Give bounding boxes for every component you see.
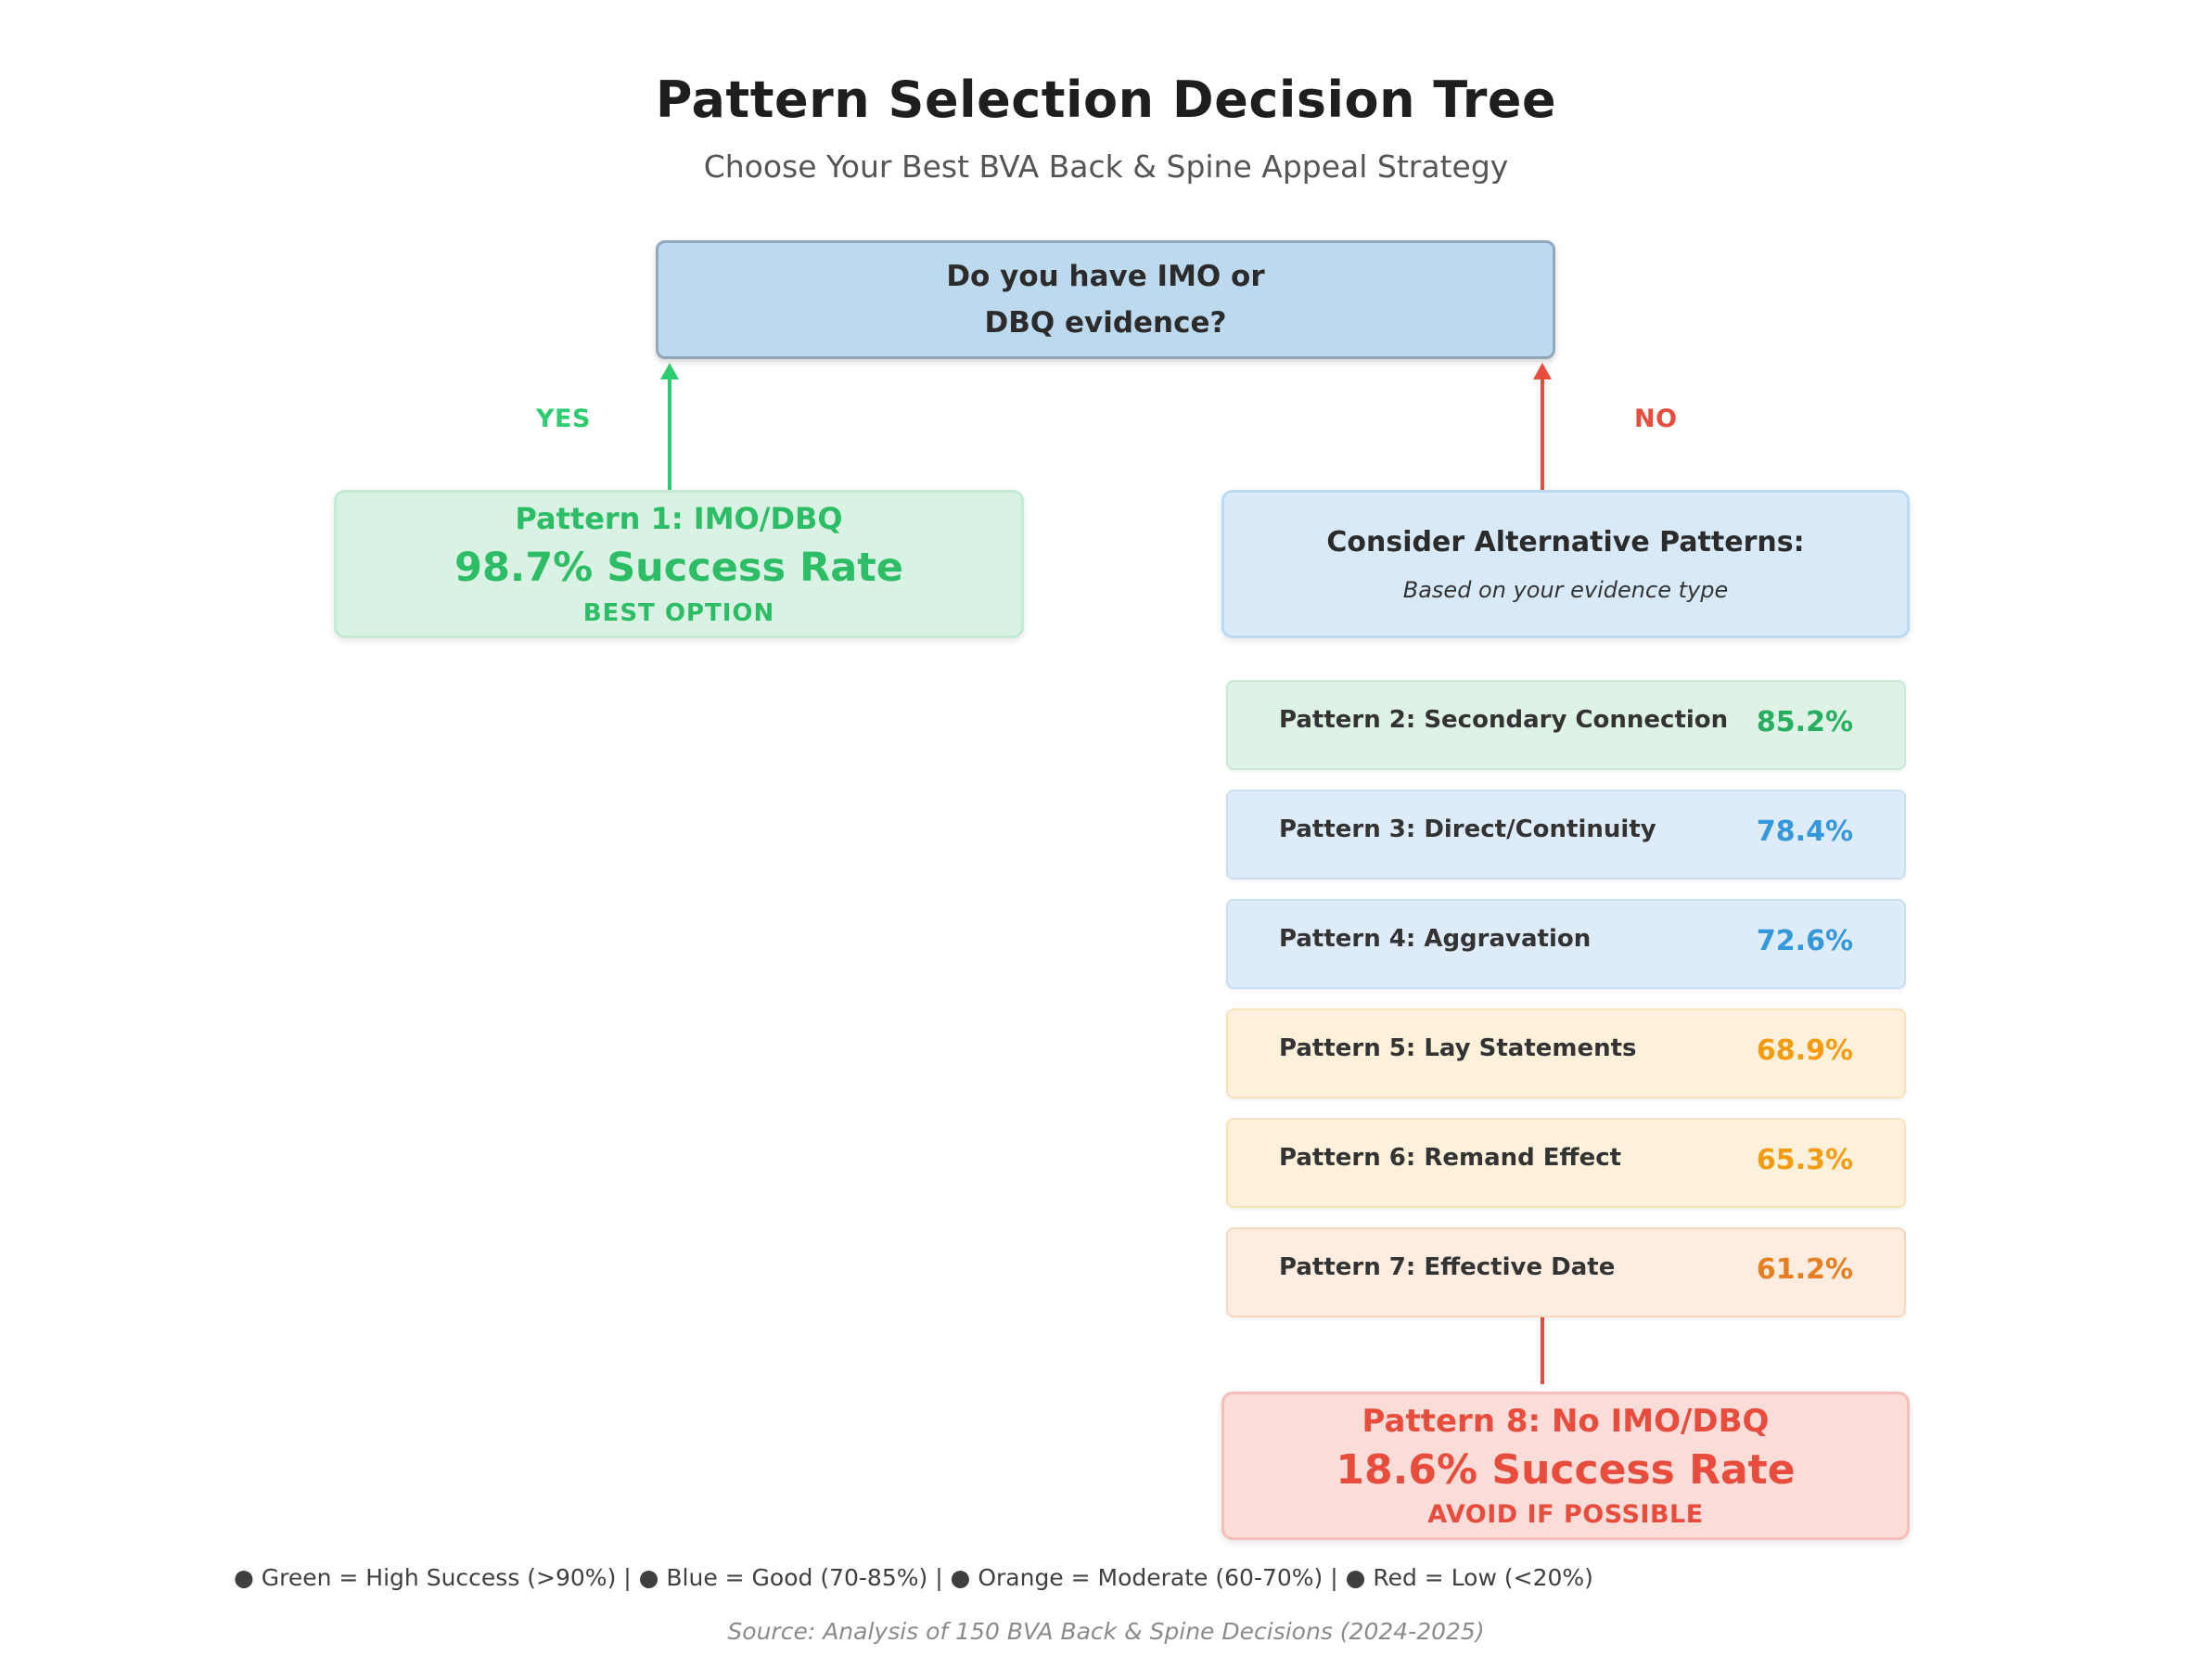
pattern-1-success-rate: 98.7% Success Rate — [454, 545, 903, 591]
alt-row-rate: 68.9% — [1756, 1034, 1853, 1067]
alt-row-label: Pattern 5: Lay Statements — [1279, 1034, 1637, 1062]
yes-branch-label: YES — [536, 404, 591, 433]
source-citation: Source: Analysis of 150 BVA Back & Spine… — [727, 1618, 1485, 1645]
alt-row-rate: 61.2% — [1756, 1253, 1853, 1286]
arrow-shaft — [1541, 1295, 1544, 1384]
alt-row-pattern-7: Pattern 7: Effective Date 61.2% — [1226, 1227, 1906, 1317]
color-legend: ● Green = High Success (>90%) | ● Blue =… — [234, 1564, 1593, 1591]
pattern-8-note: AVOID IF POSSIBLE — [1427, 1500, 1704, 1529]
alt-row-rate: 65.3% — [1756, 1144, 1853, 1176]
alt-row-label: Pattern 4: Aggravation — [1279, 925, 1592, 953]
arrow-shaft — [1541, 376, 1544, 490]
pattern-8-node: Pattern 8: No IMO/DBQ 18.6% Success Rate… — [1221, 1392, 1910, 1540]
alt-row-label: Pattern 3: Direct/Continuity — [1279, 815, 1656, 843]
alternatives-subtitle: Based on your evidence type — [1402, 576, 1729, 603]
arrow-shaft — [668, 376, 671, 490]
alt-row-pattern-6: Pattern 6: Remand Effect 65.3% — [1226, 1118, 1906, 1208]
pattern-8-name: Pattern 8: No IMO/DBQ — [1362, 1403, 1770, 1440]
alt-row-label: Pattern 6: Remand Effect — [1279, 1144, 1622, 1172]
decision-question-line-2: DBQ evidence? — [984, 306, 1227, 340]
page-title: Pattern Selection Decision Tree — [655, 71, 1557, 129]
alt-row-pattern-3: Pattern 3: Direct/Continuity 78.4% — [1226, 789, 1906, 879]
pattern-1-name: Pattern 1: IMO/DBQ — [515, 501, 843, 536]
alt-row-pattern-2: Pattern 2: Secondary Connection 85.2% — [1226, 680, 1906, 770]
arrow-head-icon — [1533, 363, 1552, 379]
alt-row-rate: 78.4% — [1756, 815, 1853, 848]
arrow-head-icon — [660, 363, 679, 379]
pattern-1-node: Pattern 1: IMO/DBQ 98.7% Success Rate BE… — [334, 490, 1024, 638]
alt-row-rate: 72.6% — [1756, 925, 1853, 957]
alternatives-header-node: Consider Alternative Patterns: Based on … — [1221, 490, 1910, 638]
pattern-1-note: BEST OPTION — [582, 599, 775, 627]
alt-row-rate: 85.2% — [1756, 706, 1853, 738]
decision-node: Do you have IMO or DBQ evidence? — [656, 240, 1555, 359]
alt-row-label: Pattern 7: Effective Date — [1279, 1253, 1616, 1281]
alt-row-pattern-4: Pattern 4: Aggravation 72.6% — [1226, 899, 1906, 989]
pattern-8-success-rate: 18.6% Success Rate — [1336, 1446, 1796, 1494]
yes-arrow-icon — [659, 363, 680, 490]
alt-row-label: Pattern 2: Secondary Connection — [1279, 706, 1729, 734]
alternatives-title: Consider Alternative Patterns: — [1326, 525, 1805, 558]
alt-row-pattern-5: Pattern 5: Lay Statements 68.9% — [1226, 1008, 1906, 1098]
no-arrow-icon — [1532, 363, 1553, 490]
page-subtitle: Choose Your Best BVA Back & Spine Appeal… — [703, 148, 1509, 185]
no-branch-label: NO — [1634, 404, 1678, 433]
decision-question-line-1: Do you have IMO or — [946, 260, 1265, 293]
